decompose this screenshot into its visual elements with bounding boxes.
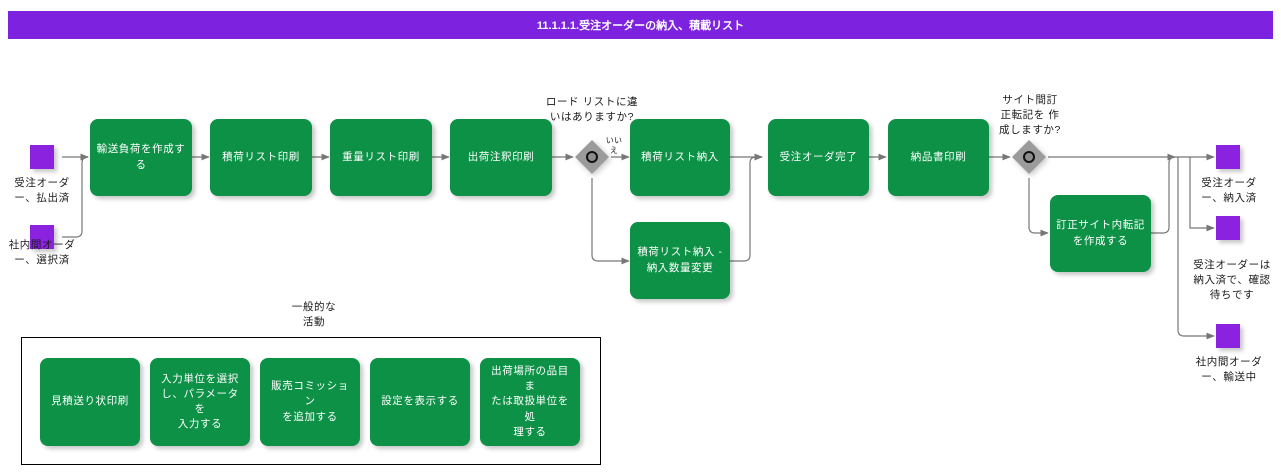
process-box-add-sales-commission[interactable]: 販売コミッション を追加する — [260, 358, 360, 446]
event-label-end-intercompany-in-transit: 社内間オーダー、輸送中 — [1195, 356, 1263, 384]
process-box-create-transport-load[interactable]: 輸送負荷を作成する — [90, 119, 192, 196]
gateway-branch-label-no: いい え — [605, 136, 623, 155]
process-box-print-packing-slip[interactable]: 納品書印刷 — [888, 119, 989, 196]
process-box-create-intrasite-correction[interactable]: 訂正サイト内転記 を作成する — [1050, 195, 1151, 272]
process-box-complete-sales-order[interactable]: 受注オーダ完了 — [768, 119, 869, 196]
event-label-start-order-released: 受注オーダー、払出済 — [14, 177, 70, 205]
gateway-ring-icon — [1023, 151, 1035, 163]
event-label-start-intercompany-selected: 社内間オーダー、選択済 — [8, 239, 76, 267]
event-node-start-intercompany-selected[interactable] — [30, 225, 54, 249]
process-box-deliver-loading-list-qty-change[interactable]: 積荷リスト納入 - 納入数量変更 — [630, 222, 730, 299]
process-box-print-shipping-note[interactable]: 出荷注釈印刷 — [450, 119, 552, 196]
gateway-diamond-create-intersite-correction[interactable] — [1012, 140, 1046, 174]
process-box-display-settings[interactable]: 設定を表示する — [370, 358, 470, 446]
edge-p9-trunk — [1151, 153, 1176, 234]
process-box-print-loading-list[interactable]: 積荷リスト印刷 — [210, 119, 312, 196]
event-node-start-order-released[interactable] — [30, 145, 54, 169]
process-box-print-quotation-invoice[interactable]: 見積送り状印刷 — [40, 358, 140, 446]
event-node-end-order-delivered[interactable] — [1216, 145, 1240, 169]
edge-p6-p7 — [730, 153, 763, 262]
process-box-deliver-loading-list[interactable]: 積荷リスト納入 — [630, 119, 730, 196]
gateway-label-loadlist-difference: ロード リストに違 いはありますか? — [545, 96, 639, 124]
edge-g2-p9 — [1028, 178, 1049, 237]
event-label-end-order-awaiting-confirmation: 受注オーダーは納入済で、確認待ちです — [1193, 259, 1271, 302]
event-node-end-intercompany-in-transit[interactable] — [1216, 324, 1240, 348]
process-box-select-input-unit-and-parameters[interactable]: 入力単位を選択 し、パラメータを 入力する — [150, 358, 250, 446]
event-label-end-order-delivered: 受注オーダー、納入済 — [1201, 177, 1257, 205]
gateway-label-create-intersite-correction: サイト間訂 正転記を 作 成しますか? — [999, 94, 1061, 137]
event-node-end-order-awaiting-confirmation[interactable] — [1216, 216, 1240, 240]
gateway-diamond-loadlist-difference[interactable] — [575, 140, 609, 174]
process-box-print-weight-list[interactable]: 重量リスト印刷 — [330, 119, 432, 196]
panel-title-common-activities: 一般的な 活動 — [291, 301, 337, 328]
page-title: 11.1.1.1.受注オーダーの納入、積載リスト — [536, 20, 745, 32]
process-box-handle-shipping-items-or-handling-units[interactable]: 出荷場所の品目ま たは取扱単位を処 理する — [480, 358, 580, 446]
edge-g1-p6 — [591, 178, 630, 265]
page-title-bar: 11.1.1.1.受注オーダーの納入、積載リスト — [8, 11, 1273, 39]
gateway-ring-icon — [586, 151, 598, 163]
